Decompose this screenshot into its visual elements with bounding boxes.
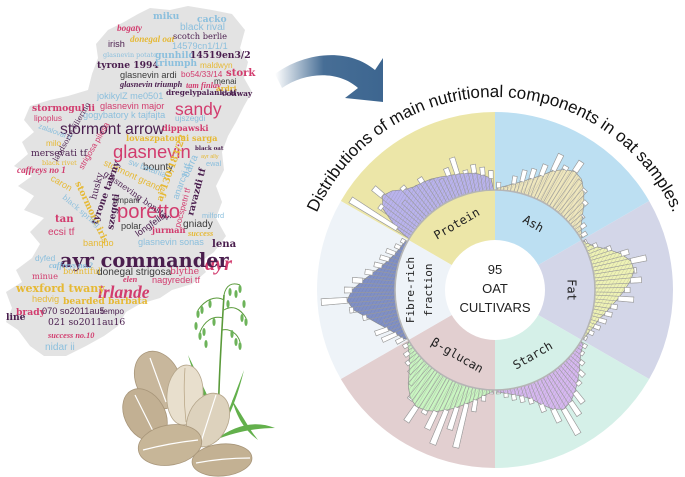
word-cloud-word: miku: [153, 11, 180, 22]
word-cloud-word: ayr ally: [201, 154, 219, 160]
word-cloud-word: tyrone 1994: [97, 60, 159, 71]
word-cloud-word: bounty: [143, 162, 174, 173]
word-cloud-word: mersevati tf: [31, 148, 88, 159]
word-cloud-word: cacko: [197, 14, 227, 25]
word-cloud-word: glasnevin potato: [103, 51, 157, 59]
word-cloud-word: milo: [46, 139, 62, 148]
word-cloud-word: ujszegdi: [175, 114, 205, 123]
word-cloud-word: lipoplus: [34, 114, 62, 123]
word-cloud-word: glasnevin triumph: [119, 80, 183, 89]
word-cloud-word: jurman: [151, 225, 185, 235]
histogram: [348, 156, 494, 240]
word-cloud-word: line: [6, 312, 26, 323]
word-cloud-word: tempo: [101, 307, 124, 316]
word-cloud-word: bogaty: [117, 23, 143, 33]
histogram: [320, 237, 409, 345]
word-cloud-word: blythe: [170, 266, 199, 277]
word-cloud-word: maldwyn: [200, 61, 233, 70]
word-cloud-word: irlande: [98, 282, 150, 302]
word-cloud-word: success: [187, 229, 213, 238]
histogram: [581, 239, 648, 341]
word-cloud-word: brady: [16, 307, 46, 318]
center-label: 95 OAT CULTIVARS: [445, 240, 545, 340]
word-cloud-word: black oat: [195, 146, 224, 152]
ireland-map-shape: [6, 6, 252, 356]
word-cloud-word: glasnevin major: [100, 101, 164, 111]
word-cloud-word: glasnevin: [113, 141, 191, 162]
word-cloud-word: hedvig: [32, 294, 59, 304]
word-cloud-word: stormont arrow: [60, 121, 165, 138]
inner-ring: [394, 189, 596, 391]
sector-label: fraction: [422, 264, 435, 317]
center-count: 95: [488, 262, 502, 277]
word-cloud-word: banquo: [83, 238, 114, 248]
word-cloud-word: scotch berlie: [173, 31, 227, 41]
word-cloud-word: gunhild: [155, 50, 195, 61]
word-cloud-word: ayr commander: [60, 249, 229, 272]
word-cloud-word: menai: [214, 77, 237, 86]
word-cloud-word: donegal oat: [130, 34, 175, 44]
word-cloud-word: donegal strigosa: [97, 267, 172, 278]
word-cloud-word: dyfed: [35, 254, 56, 263]
word-cloud: miku cacko bogaty black rival donegal oatsco…: [6, 11, 256, 353]
sector-fibre-rich-fraction: [317, 201, 495, 379]
word-cloud-word: jokikylZ me0501: [96, 91, 163, 101]
word-cloud-word: 14579cn1/1/1: [172, 41, 228, 51]
word-cloud-word: black rival: [180, 22, 225, 33]
word-cloud-word: sandy: [175, 99, 222, 119]
sector-fat: [495, 201, 673, 379]
word-cloud-word: minue: [32, 271, 58, 281]
oat-grains: [122, 350, 253, 477]
word-cloud-word: tan: [55, 213, 74, 225]
word-cloud-word: dregelypalanki tf: [166, 88, 237, 97]
word-cloud-word: stormogul ii: [32, 103, 96, 114]
sector-label: Fat: [565, 279, 579, 301]
word-cloud-word: ardri: [216, 84, 237, 93]
word-cloud-word: triumph: [155, 58, 197, 69]
word-cloud-word: gniady: [183, 219, 214, 230]
word-cloud-word: conway: [222, 89, 253, 98]
word-cloud-word: caffreys no.2: [49, 261, 93, 270]
sector-label: Fibre-rich: [404, 257, 417, 323]
word-cloud-word: timpani: [113, 196, 140, 205]
ireland-map: [6, 6, 252, 356]
word-cloud-word: 070 so2011au5: [42, 306, 105, 316]
word-cloud-word: caffreys no 1: [17, 165, 66, 175]
center-cultivars: CULTIVARS: [459, 300, 530, 315]
word-cloud-word: bearded barbata: [63, 296, 148, 307]
word-cloud-word: lovaszpatonai sarga: [126, 133, 218, 143]
word-cloud-word: elen: [123, 275, 138, 284]
word-cloud-word: 14519en3/2: [190, 50, 251, 61]
word-cloud-word: ayr: [205, 253, 233, 275]
word-cloud-word: tam finlay: [186, 81, 221, 90]
word-cloud-word: glasnevin ardi: [120, 70, 177, 80]
word-cloud-word: glasnevin sonas: [138, 237, 204, 247]
word-cloud-word: nidar ii: [45, 342, 75, 353]
word-cloud-word: stork: [226, 67, 256, 79]
word-cloud-word: gogybatory k tajfajta: [83, 110, 166, 120]
word-cloud-word: polar: [121, 221, 141, 231]
word-cloud-word: bo54/33/14: [181, 70, 223, 79]
word-cloud-word: irish: [108, 39, 125, 49]
word-cloud-word: lena: [212, 238, 237, 250]
word-cloud-word: ewal: [206, 159, 222, 168]
word-cloud-word: black rivet: [42, 159, 77, 167]
word-cloud-word: ecsi tf: [48, 227, 75, 238]
word-cloud-word: milford: [202, 211, 224, 220]
word-cloud-word: poretto: [117, 201, 180, 223]
center-oat: OAT: [482, 281, 508, 296]
word-cloud-word: 021 so2011au16: [48, 317, 125, 328]
word-cloud-word: wexford twany: [15, 282, 105, 295]
word-cloud-word: nagyredei tf: [152, 275, 200, 285]
word-cloud-word: bountiful: [63, 266, 101, 276]
word-cloud-word: dippawski: [162, 123, 208, 133]
word-cloud-word: success no.10: [47, 331, 94, 340]
curved-arrow: [275, 55, 383, 102]
